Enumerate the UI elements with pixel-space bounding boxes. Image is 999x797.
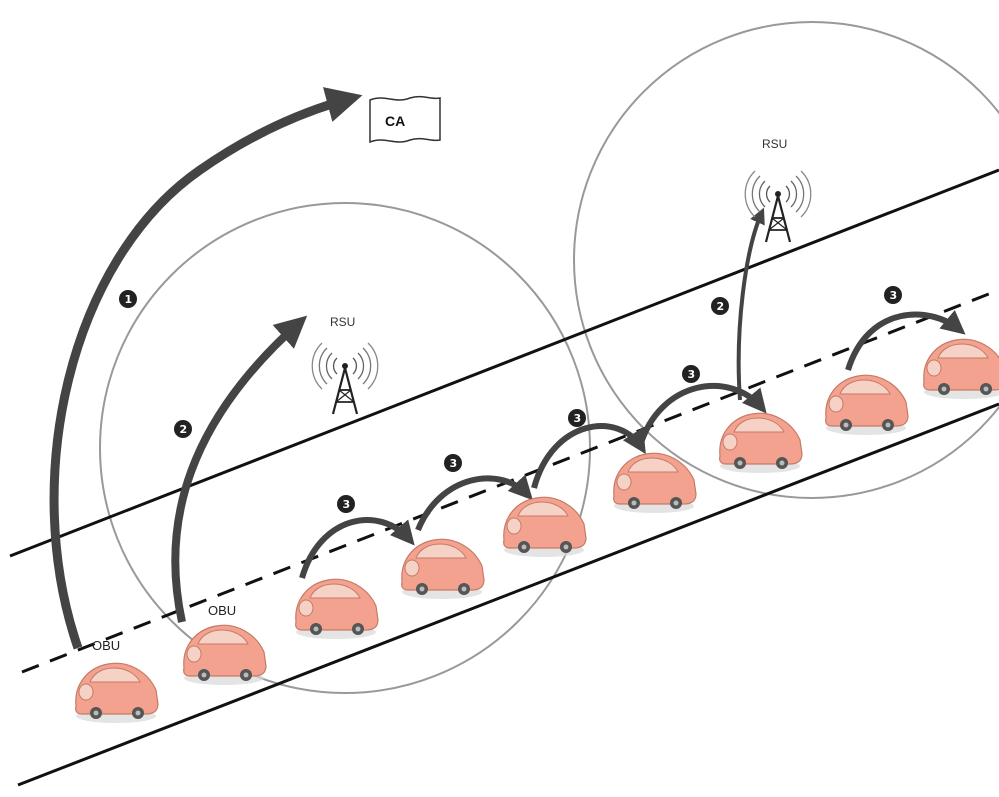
svg-text:3: 3	[890, 289, 898, 302]
ca-flag-icon: CA	[369, 95, 441, 144]
car-icon	[613, 452, 697, 514]
svg-text:3: 3	[688, 368, 696, 381]
arrow-obu-to-ca	[49, 87, 363, 650]
car-icon	[719, 412, 803, 474]
car-icon	[825, 374, 909, 436]
svg-text:2: 2	[717, 300, 725, 313]
rsu-right: RSU	[744, 137, 812, 244]
ca-label: CA	[385, 113, 405, 129]
step-badge: 3	[444, 454, 462, 472]
svg-text:3: 3	[574, 412, 582, 425]
svg-text:1: 1	[125, 293, 133, 306]
rsu-left-label: RSU	[330, 315, 355, 329]
arrow-hop-1	[299, 517, 415, 579]
step-badge: 3	[337, 495, 355, 513]
obu-far-label: OBU	[92, 638, 120, 653]
car-icon	[923, 338, 999, 400]
arrow-obu-to-rsu-left	[171, 315, 308, 623]
step-badge: 1	[119, 290, 137, 308]
step-badge: 3	[682, 365, 700, 383]
arrow-hop-3	[531, 423, 646, 489]
car-icon	[75, 662, 159, 724]
radio-tower-icon	[311, 341, 379, 416]
step-badge: 3	[884, 286, 902, 304]
rsu-right-range-circle	[573, 21, 999, 499]
step-badge: 2	[174, 420, 192, 438]
arrow-hop-2	[415, 474, 533, 532]
arrow-car-to-rsu-right	[736, 207, 765, 401]
svg-text:2: 2	[180, 423, 188, 436]
rsu-left: RSU	[311, 315, 379, 416]
step-badge: 2	[711, 297, 729, 315]
car-icon	[401, 538, 485, 600]
svg-text:3: 3	[343, 498, 351, 511]
car-icon	[503, 496, 587, 558]
rsu-left-range-circle	[99, 202, 591, 694]
car-icon	[183, 624, 267, 686]
rsu-right-label: RSU	[762, 137, 787, 151]
arrow-hop-5	[845, 310, 966, 371]
arrow-hop-4	[637, 383, 767, 447]
step-badge: 3	[568, 409, 586, 427]
road-lower-edge	[17, 402, 999, 787]
road-upper-edge	[9, 168, 999, 558]
svg-text:3: 3	[450, 457, 458, 470]
obu-near-label: OBU	[208, 603, 236, 618]
car-icon	[295, 578, 379, 640]
